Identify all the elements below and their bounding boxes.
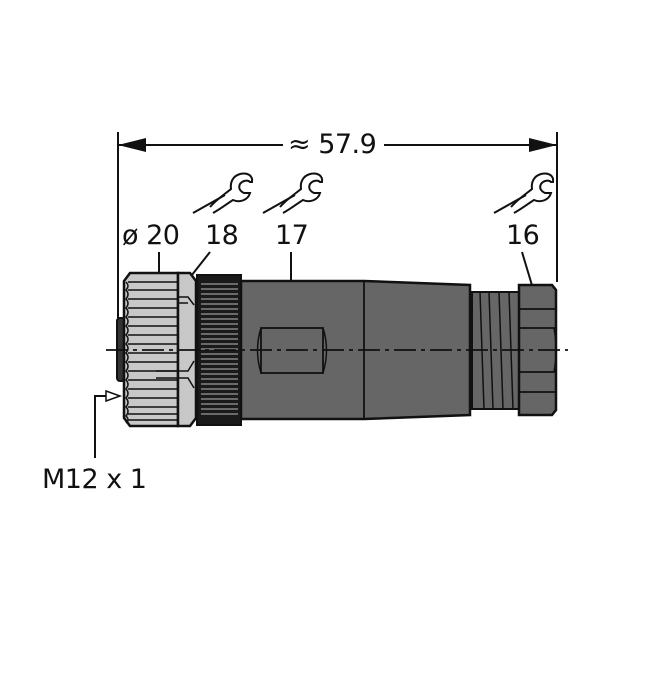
overall-length-label: ≈ 57.9 bbox=[288, 129, 377, 160]
wrench-size-18-label: 18 bbox=[205, 220, 239, 251]
overall-length-dimension bbox=[117, 132, 558, 330]
gland-nut bbox=[517, 283, 558, 417]
wrench-icon bbox=[493, 172, 555, 214]
wrench-icon bbox=[262, 172, 324, 214]
thread-leader bbox=[94, 389, 123, 458]
wrench-icon bbox=[192, 172, 254, 214]
wrench-size-17-label: 17 bbox=[275, 220, 309, 251]
diameter-label: ø 20 bbox=[122, 220, 180, 251]
thread-label: M12 x 1 bbox=[42, 464, 147, 495]
wrench-size-16-label: 16 bbox=[506, 220, 540, 251]
